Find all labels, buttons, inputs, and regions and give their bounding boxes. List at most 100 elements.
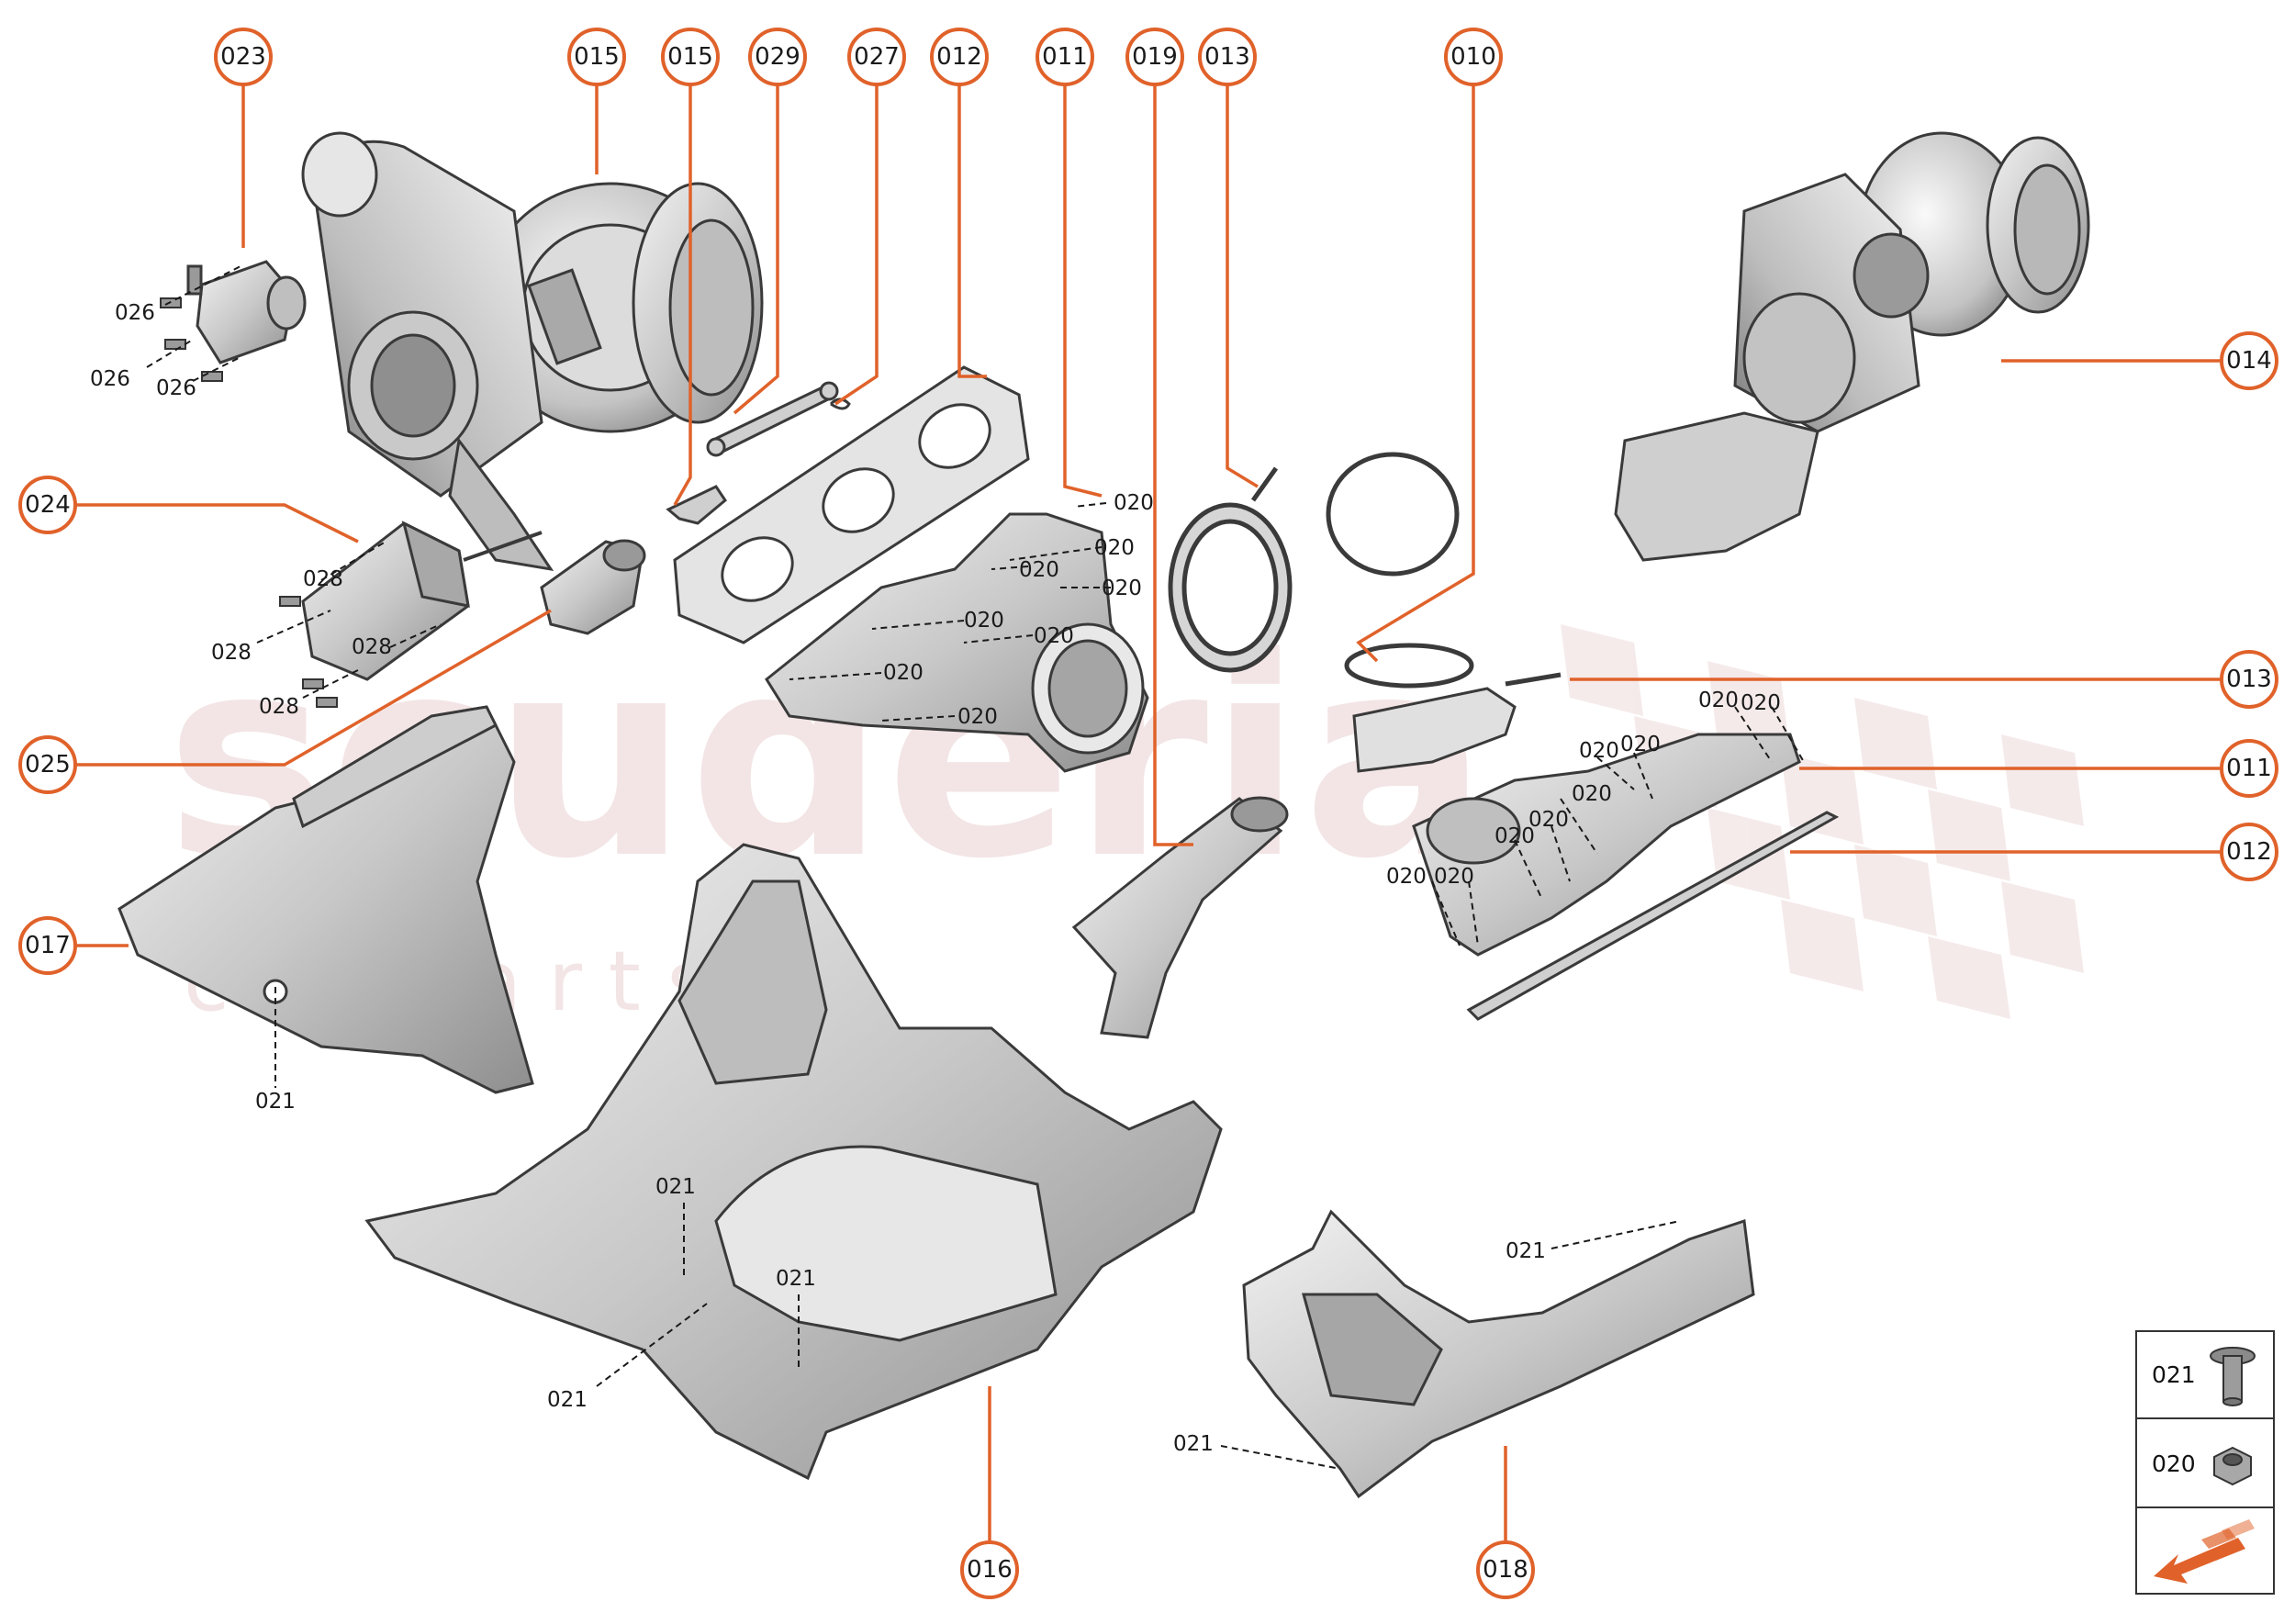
label-020: 020 [1434, 865, 1474, 889]
label-021: 021 [547, 1388, 588, 1412]
label-020: 020 [1495, 824, 1535, 848]
label-021: 021 [1173, 1432, 1214, 1456]
label-020: 020 [1698, 689, 1739, 712]
svg-text:019: 019 [1132, 43, 1178, 71]
exhaust-manifold-011-left [765, 512, 1149, 773]
svg-text:013: 013 [2226, 666, 2272, 693]
legend-row-020: 020 [2137, 1421, 2273, 1508]
gasket-ring-right [1344, 643, 1474, 689]
callout-011-b[interactable]: 011 [2220, 739, 2278, 798]
legend-row-021: 021 [2137, 1332, 2273, 1419]
label-020: 020 [1620, 733, 1661, 756]
fastener-legend: 021 020 [2135, 1330, 2275, 1595]
callout-011-a[interactable]: 011 [1036, 28, 1094, 86]
svg-text:027: 027 [854, 43, 900, 71]
svg-text:018: 018 [1483, 1556, 1528, 1584]
label-028: 028 [211, 641, 252, 665]
label-020: 020 [1528, 808, 1569, 832]
label-026: 026 [156, 376, 196, 400]
label-020: 020 [1572, 782, 1612, 806]
svg-text:011: 011 [2226, 755, 2272, 782]
actuator-023 [186, 260, 307, 364]
svg-text:029: 029 [755, 43, 800, 71]
label-020: 020 [1034, 624, 1074, 648]
heat-shield-018 [1242, 1209, 1755, 1499]
callout-016[interactable]: 016 [960, 1540, 1019, 1599]
gasket-012-left [673, 365, 1030, 644]
svg-text:012: 012 [936, 43, 982, 71]
callouts: 023 015 015 029 027 012 011 019 013 010 … [18, 28, 2278, 1599]
legend-code-021: 021 [2152, 1361, 2196, 1388]
svg-text:014: 014 [2226, 347, 2272, 375]
bracket-015 [666, 485, 727, 525]
svg-text:024: 024 [25, 491, 71, 519]
label-020: 020 [957, 705, 998, 729]
callout-027[interactable]: 027 [847, 28, 906, 86]
label-021: 021 [255, 1090, 296, 1114]
svg-text:012: 012 [2226, 838, 2272, 866]
heat-shield-017 [118, 705, 534, 1094]
v-band-clamp-013 [1168, 466, 1293, 673]
exhaust-manifold-011-right [1412, 733, 1801, 957]
callout-017[interactable]: 017 [18, 916, 77, 975]
linkage-rod-029 [706, 381, 839, 457]
callout-018[interactable]: 018 [1476, 1540, 1535, 1599]
bolts-028 [279, 596, 338, 708]
filter-025 [540, 539, 646, 635]
leader-lines [69, 78, 2240, 1550]
callout-029[interactable]: 029 [748, 28, 807, 86]
label-028: 028 [259, 695, 299, 719]
v-band-clamp-013-right [1352, 672, 1562, 773]
svg-text:011: 011 [1042, 43, 1088, 71]
svg-text:015: 015 [667, 43, 713, 71]
dashed-leaders [146, 265, 1805, 1470]
svg-text:016: 016 [967, 1556, 1013, 1584]
gasket-ring-010 [1326, 452, 1460, 577]
svg-text:017: 017 [25, 932, 71, 959]
navigate-back-arrow-button[interactable] [2137, 1510, 2273, 1593]
label-020: 020 [1386, 865, 1427, 889]
circlip-027 [829, 398, 851, 410]
callout-019[interactable]: 019 [1125, 28, 1184, 86]
pipe-019 [1071, 796, 1289, 1039]
callout-014[interactable]: 014 [2220, 331, 2278, 390]
label-020: 020 [1741, 691, 1781, 715]
label-020: 020 [1114, 491, 1154, 515]
svg-text:013: 013 [1204, 43, 1250, 71]
label-026: 026 [90, 367, 130, 391]
label-028: 028 [352, 635, 392, 659]
label-020: 020 [1579, 739, 1619, 763]
turbocharger-right [1614, 131, 2090, 562]
label-021: 021 [655, 1175, 696, 1199]
label-021: 021 [776, 1267, 816, 1291]
callout-025[interactable]: 025 [18, 735, 77, 794]
svg-text:025: 025 [25, 751, 71, 778]
callout-015-a[interactable]: 015 [567, 28, 626, 86]
callout-024[interactable]: 024 [18, 476, 77, 534]
sub-labels: 026 026 026 028 028 028 028 020 020 020 … [90, 301, 1781, 1456]
label-020: 020 [964, 609, 1004, 633]
actuator-024 [301, 521, 543, 681]
label-026: 026 [115, 301, 155, 325]
label-028: 028 [303, 567, 343, 591]
label-020: 020 [883, 661, 924, 685]
callout-015-b[interactable]: 015 [661, 28, 720, 86]
callout-023[interactable]: 023 [214, 28, 273, 86]
label-020: 020 [1094, 536, 1135, 560]
callout-013-a[interactable]: 013 [1198, 28, 1257, 86]
heat-shield-016 [364, 843, 1223, 1481]
legend-code-020: 020 [2152, 1450, 2196, 1477]
callout-012-a[interactable]: 012 [930, 28, 989, 86]
callout-010[interactable]: 010 [1444, 28, 1503, 86]
callout-012-b[interactable]: 012 [2220, 823, 2278, 881]
svg-text:023: 023 [220, 43, 266, 71]
callout-013-b[interactable]: 013 [2220, 650, 2278, 709]
bolt-icon [2210, 1347, 2256, 1406]
svg-text:010: 010 [1450, 43, 1496, 71]
gasket-012-right [1466, 811, 1840, 1021]
nut-icon [2213, 1446, 2252, 1486]
svg-text:015: 015 [574, 43, 620, 71]
arrow-icon [2154, 1519, 2255, 1584]
label-021: 021 [1506, 1239, 1546, 1263]
